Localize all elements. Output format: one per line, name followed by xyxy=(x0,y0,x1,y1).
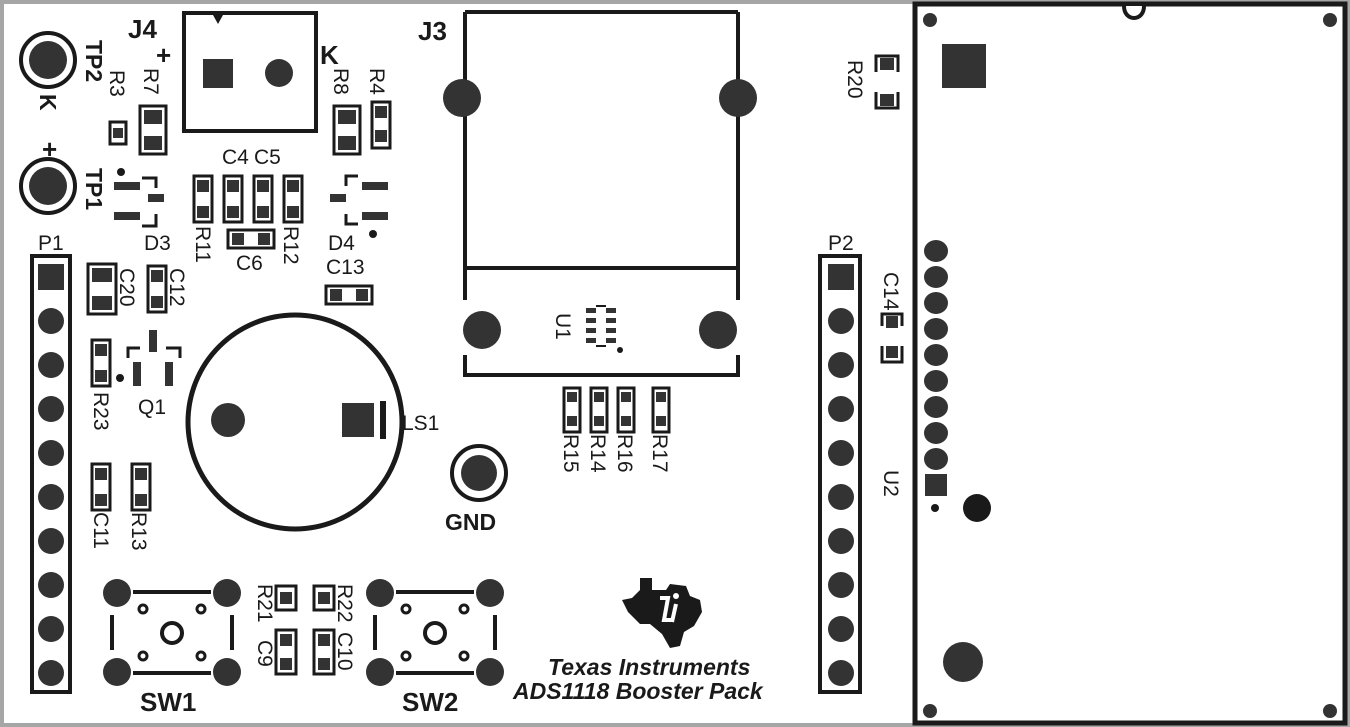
u2-pin-7 xyxy=(924,318,948,340)
r17-label: R17 xyxy=(648,434,671,473)
c11-label: C11 xyxy=(89,512,112,549)
tp2-label: TP2 xyxy=(81,40,107,82)
r16-label: R16 xyxy=(613,434,636,473)
j3-label: J3 xyxy=(418,16,447,46)
c14-label: C14 xyxy=(879,272,902,311)
p1-pin-3 xyxy=(38,352,64,378)
c10-label: C10 xyxy=(333,632,356,671)
p2-pin-2 xyxy=(828,308,854,334)
d4-label: D4 xyxy=(328,232,355,255)
u2-pin-1 xyxy=(925,474,947,496)
c9-label: C9 xyxy=(253,640,276,667)
p1-pin-10 xyxy=(38,660,64,686)
r11-label: R11 xyxy=(191,226,214,263)
c4-label: C4 xyxy=(222,146,249,169)
u2-pin-2 xyxy=(924,448,948,470)
r7-label: R7 xyxy=(139,68,162,95)
r3-label: R3 xyxy=(105,70,128,97)
p1-label: P1 xyxy=(38,232,64,255)
p2-pin-4 xyxy=(828,396,854,422)
p2-label: P2 xyxy=(828,232,854,255)
u2-pin-5 xyxy=(924,370,948,392)
u2-pin-10 xyxy=(924,240,948,262)
u2-pin-3 xyxy=(924,422,948,444)
r4-label: R4 xyxy=(365,68,388,95)
tp2-polarity-label: K xyxy=(35,94,61,111)
p2-pin-9 xyxy=(828,616,854,642)
r13-label: R13 xyxy=(127,512,150,551)
c20-label: C20 xyxy=(115,268,138,307)
r22-label: R22 xyxy=(333,584,356,623)
r23-label: R23 xyxy=(89,392,112,431)
p1-pin-7 xyxy=(38,528,64,554)
p1-pin-5 xyxy=(38,440,64,466)
p2-pin-8 xyxy=(828,572,854,598)
product-name: ADS1118 Booster Pack xyxy=(512,678,764,704)
p2-pin-6 xyxy=(828,484,854,510)
u2-pin-8 xyxy=(924,292,948,314)
p1-pin-8 xyxy=(38,572,64,598)
q1-label: Q1 xyxy=(138,396,166,419)
company-name: Texas Instruments xyxy=(548,654,750,680)
tp1-label: TP1 xyxy=(81,168,107,210)
j4-k-label: K xyxy=(320,40,339,70)
p2-pin-5 xyxy=(828,440,854,466)
ls1-label: LS1 xyxy=(402,412,439,435)
u2-pin-6 xyxy=(924,344,948,366)
j4-plus-label: + xyxy=(156,40,171,70)
sw1-label: SW1 xyxy=(140,687,196,717)
r14-label: R14 xyxy=(586,434,609,473)
r8-label: R8 xyxy=(329,68,352,95)
p2-pin-10 xyxy=(828,660,854,686)
sw2-label: SW2 xyxy=(402,687,458,717)
p1-pin-2 xyxy=(38,308,64,334)
p1-pin-6 xyxy=(38,484,64,510)
c13-label: C13 xyxy=(326,256,365,279)
u2-label: U2 xyxy=(879,470,902,497)
p2-pin-3 xyxy=(828,352,854,378)
r21-label: R21 xyxy=(253,584,276,623)
u2-pin-9 xyxy=(924,266,948,288)
p1-pin-4 xyxy=(38,396,64,422)
gnd-label: GND xyxy=(445,509,496,535)
c6-label: C6 xyxy=(236,252,263,275)
d3-label: D3 xyxy=(144,232,171,255)
u1-label: U1 xyxy=(551,313,574,340)
p1-pin-9 xyxy=(38,616,64,642)
p2-pin-1 xyxy=(828,264,854,290)
c5-label: C5 xyxy=(254,146,281,169)
p2-pin-7 xyxy=(828,528,854,554)
j4-label: J4 xyxy=(128,14,157,44)
r20-label: R20 xyxy=(843,60,866,99)
p1-pin-1 xyxy=(38,264,64,290)
r15-label: R15 xyxy=(559,434,582,473)
c12-label: C12 xyxy=(165,268,188,307)
resistor-r23: R23 xyxy=(89,340,112,431)
u2-pin-4 xyxy=(924,396,948,418)
r12-label: R12 xyxy=(279,226,302,265)
